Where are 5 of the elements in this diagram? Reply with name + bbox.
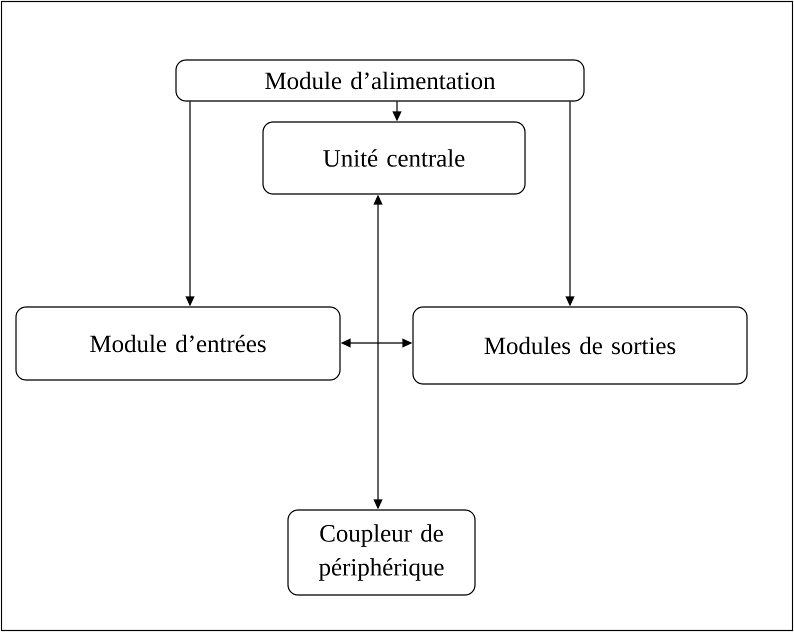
process-box: Module d’alimentation (175, 59, 585, 102)
process-box: Module d’entrées (15, 306, 341, 381)
process-box: Coupleur de périphérique (287, 509, 476, 596)
process-box: Modules de sorties (412, 306, 748, 385)
process-box: Unité centrale (262, 121, 526, 195)
